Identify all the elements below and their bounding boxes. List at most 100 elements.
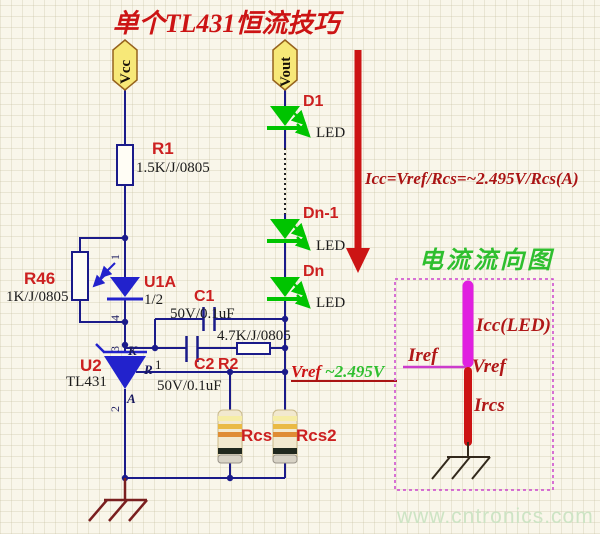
capacitor-c1: C1 50V/0.1uF — [170, 288, 235, 331]
ground-prong-icon — [471, 456, 491, 480]
junction-dot — [281, 368, 289, 376]
power-port-vout: Vout — [272, 39, 298, 91]
led-d1: D1 LED — [267, 93, 345, 141]
u1a-pin-top: 1 — [108, 254, 122, 260]
vref-annotation: Vref ~2.495V — [291, 362, 397, 382]
resistor-r1: R1 1.5K/J/0805 — [116, 139, 210, 186]
r2-ref: R2 — [218, 356, 239, 373]
wire-r46-top — [79, 237, 125, 252]
ground-prong-icon — [128, 499, 148, 522]
resistor-body-icon — [236, 342, 271, 355]
rcs-band-icon — [218, 448, 242, 454]
r46-ref: R46 — [24, 269, 55, 288]
u2-pin-r: 1 — [155, 357, 162, 372]
vcc-port-icon — [112, 39, 138, 91]
resistor-body-icon — [116, 144, 134, 186]
c1-value: 50V/0.1uF — [170, 306, 235, 322]
u2-r-label: R — [143, 362, 153, 377]
dn-ref: Dn — [303, 263, 324, 280]
capacitor-c2: C2 50V/0.1uF — [157, 336, 222, 394]
dn-1-ref: Dn-1 — [303, 205, 339, 222]
junction-dot — [121, 318, 129, 326]
led-dn: Dn LED — [267, 263, 345, 311]
current-arrow — [346, 50, 370, 273]
junction-dot — [151, 344, 159, 352]
u2-ref: U2 — [80, 356, 102, 375]
r2-value: 4.7K/J/0805 — [217, 328, 291, 344]
d1-value: LED — [316, 125, 345, 141]
vref-label: Vref — [291, 362, 324, 381]
u2-value: TL431 — [66, 374, 107, 390]
c2-value: 50V/0.1uF — [157, 378, 222, 394]
tl431-k-hook-icon — [95, 343, 105, 353]
flow-vref-label: Vref — [472, 356, 507, 377]
ground-prong-icon — [451, 456, 471, 480]
u1a-ref: U1A — [144, 274, 176, 291]
vcc-label: Vcc — [118, 60, 134, 84]
rcs-band-icon — [218, 416, 242, 421]
junction-dot — [226, 368, 234, 376]
rcs-cap-icon — [272, 454, 298, 464]
vout-label: Vout — [278, 57, 294, 87]
junction-dot — [281, 344, 289, 352]
led-dn-1: Dn-1 LED — [267, 205, 345, 254]
page-title: 单个TL431恒流技巧 — [113, 9, 345, 38]
junction-dots — [121, 234, 289, 482]
flow-iref-label: Iref — [407, 345, 439, 366]
vref-value: ~2.495V — [325, 362, 386, 381]
rcs1-ref: Rcs1 — [241, 426, 282, 445]
led-light-arrow-icon — [294, 234, 311, 251]
rcs-band-icon — [218, 432, 242, 437]
rcs-band-icon — [218, 424, 242, 429]
watermark: www.cntronics.com — [396, 505, 594, 528]
wire-r46-bottom — [79, 300, 125, 323]
flow-ircs-label: Ircs — [473, 395, 505, 416]
junction-dot — [281, 315, 289, 323]
rcs-band-icon — [273, 432, 297, 437]
d1-ref: D1 — [303, 93, 324, 110]
c2-ref: C2 — [194, 356, 215, 373]
resistor-rcs2: Rcs2 — [272, 409, 337, 464]
r1-value: 1.5K/J/0805 — [136, 160, 210, 176]
ground-prong-icon — [431, 456, 451, 480]
flow-box-border-icon — [394, 278, 554, 491]
tl431-triangle-icon — [104, 356, 146, 389]
led-light-arrow-icon — [290, 280, 307, 297]
led-light-arrow-icon — [290, 109, 307, 126]
icc-formula: Icc=Vref/Rcs=~2.495V/Rcs(A) — [364, 169, 579, 188]
flow-diagram-title: 电流流向图 — [419, 247, 555, 274]
ground-symbol-left — [88, 478, 148, 522]
dn-value: LED — [316, 295, 345, 311]
wires — [79, 90, 286, 479]
dn-1-value: LED — [316, 238, 345, 254]
rcs-band-icon — [273, 416, 297, 421]
c1-ref: C1 — [194, 288, 215, 305]
u1a-value: 1/2 — [144, 292, 163, 308]
power-port-vcc: Vcc — [112, 39, 138, 91]
optocoupler-u1a: U1A 1/2 1 4 — [92, 254, 176, 321]
led-light-arrow-icon — [294, 121, 311, 138]
ground-symbol-flow — [431, 442, 491, 480]
current-flow-box: Icc(LED) Iref Vref Ircs — [394, 278, 554, 491]
rcs-band-icon — [273, 424, 297, 429]
opto-light-arrow-icon — [92, 271, 109, 288]
u2-k-label: K — [127, 343, 138, 358]
junction-dot — [226, 474, 234, 482]
u2-a-label: A — [126, 391, 136, 406]
junction-dot — [121, 341, 129, 349]
resistor-r46: R46 1K/J/0805 — [6, 251, 89, 305]
vout-port-icon — [272, 39, 298, 91]
rcs2-ref: Rcs2 — [296, 426, 337, 445]
rcs-cap-icon — [217, 454, 243, 464]
ground-prong-icon — [88, 499, 108, 522]
u1a-pin-bottom: 4 — [108, 315, 122, 321]
opto-light-arrow-icon — [99, 262, 116, 279]
ground-prong-icon — [108, 499, 128, 522]
u2-pin-k: 3 — [108, 346, 122, 352]
current-arrow-head-icon — [346, 248, 370, 273]
junction-dot — [121, 234, 129, 242]
resistor-body-icon — [71, 251, 89, 301]
tl431-u2: U2 TL431 K A R 1 3 2 — [66, 343, 162, 412]
